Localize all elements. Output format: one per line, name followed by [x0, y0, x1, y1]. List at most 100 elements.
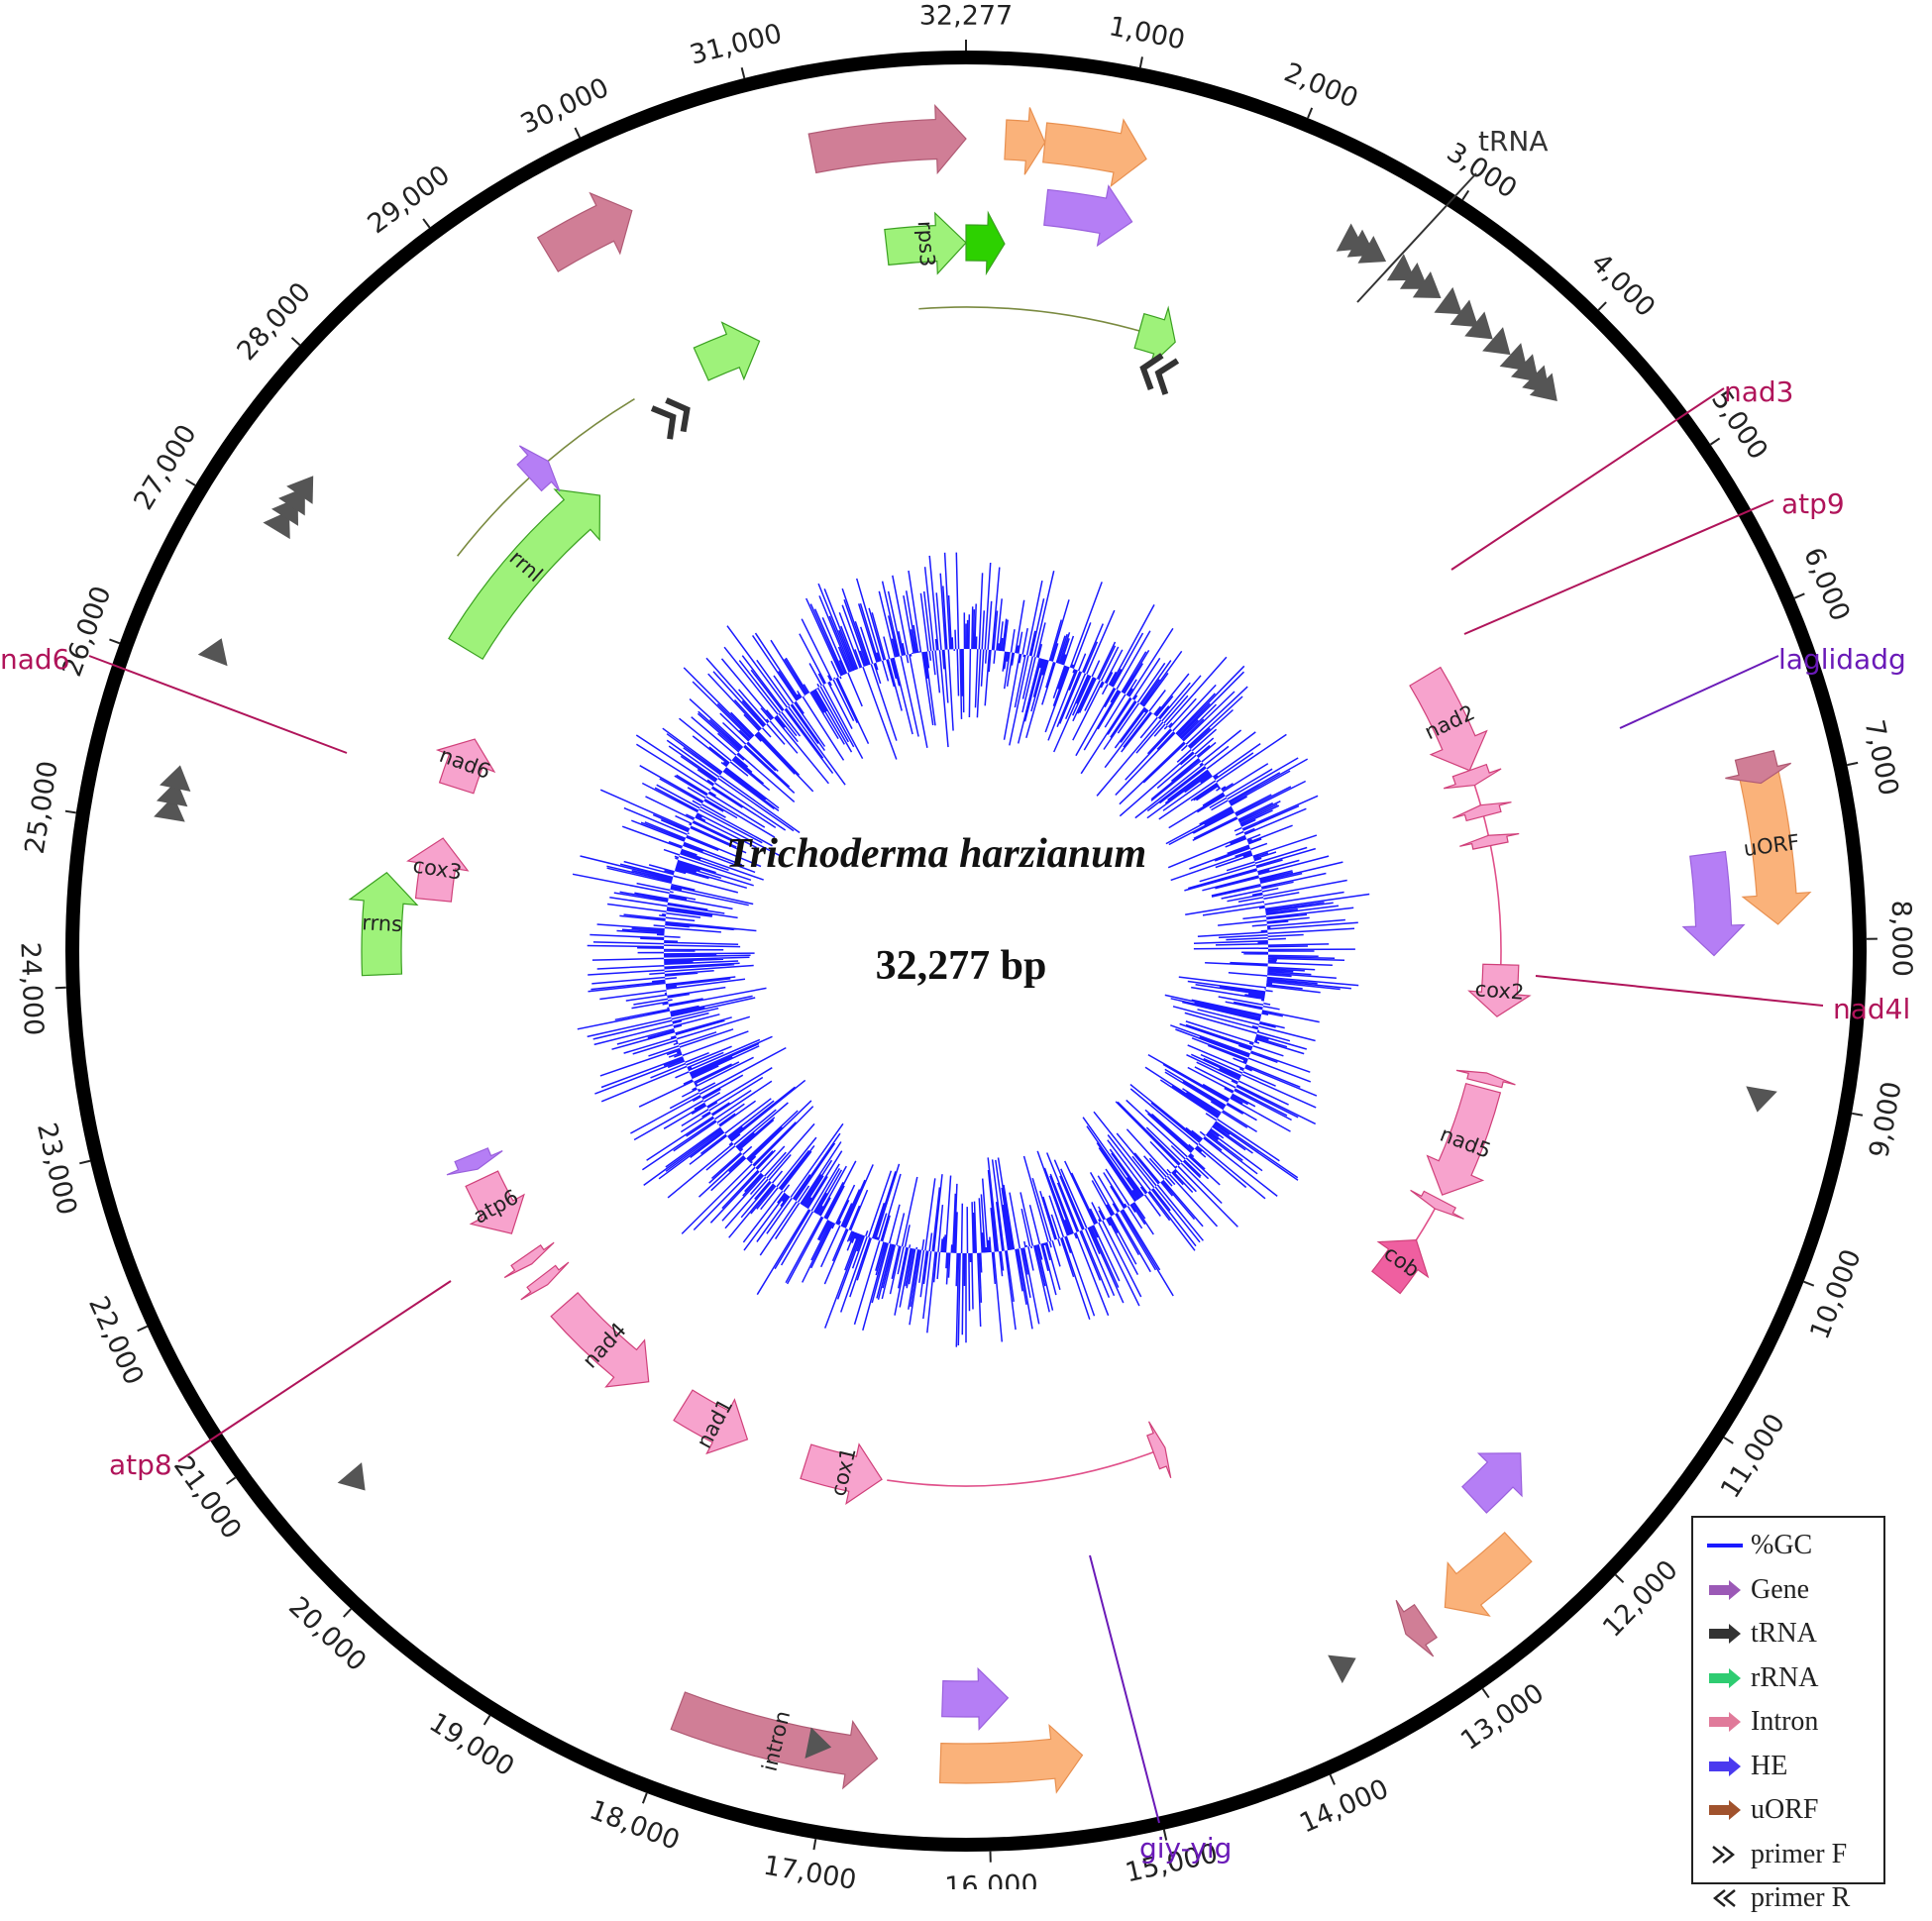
- legend-item: primer F: [1699, 1833, 1878, 1877]
- scale-tick: [79, 1161, 90, 1164]
- scale-tick: [1482, 1689, 1488, 1698]
- trna-triangle: [160, 765, 190, 792]
- trna-features: [154, 223, 1777, 1758]
- scale-tick: [186, 480, 195, 485]
- trna-triangle: [1328, 1655, 1355, 1683]
- trna-triangle: [198, 638, 228, 666]
- uorf-arrow: [1445, 1533, 1531, 1616]
- scale-tick: [344, 1609, 352, 1617]
- legend-label: Gene: [1751, 1574, 1809, 1606]
- he-arrow: [942, 1668, 1009, 1729]
- he-arrow: [1683, 852, 1744, 956]
- callout-label-tRNA: tRNA: [1478, 125, 1549, 158]
- legend-label: primer F: [1751, 1839, 1847, 1870]
- legend-item: %GC: [1699, 1524, 1878, 1568]
- uorf-arrow: [1005, 107, 1045, 174]
- scale-tick: [1724, 1438, 1733, 1443]
- legend-symbol: [1699, 1578, 1751, 1602]
- legend-symbol: [1699, 1886, 1751, 1910]
- callout-line-nad3: [1451, 388, 1724, 570]
- intron-arrow: [808, 106, 966, 173]
- legend-symbol: [1699, 1710, 1751, 1734]
- legend-symbol: [1699, 1798, 1751, 1822]
- legend-symbol: [1699, 1622, 1751, 1646]
- gene-arrow: [1444, 765, 1501, 789]
- intron-connector: [918, 307, 1151, 335]
- callout-line-laglidadg: [1620, 656, 1778, 728]
- legend-item: uORF: [1699, 1788, 1878, 1833]
- legend-label: tRNA: [1751, 1618, 1817, 1650]
- scale-tick: [1847, 763, 1858, 765]
- scale-tick-label: 10,000: [1804, 1245, 1868, 1343]
- scale-tick: [1794, 593, 1804, 597]
- feature-label: rrns: [362, 910, 403, 936]
- scale-tick-label: 24,000: [14, 941, 49, 1036]
- scale-tick-label: 6,000: [1797, 543, 1856, 625]
- scale-tick: [1616, 1575, 1624, 1583]
- scale-tick: [138, 1327, 148, 1332]
- legend-item: primer R: [1699, 1876, 1878, 1921]
- scale-tick: [742, 67, 745, 78]
- scale-tick: [1852, 1114, 1863, 1116]
- scale-tick: [1804, 1282, 1814, 1286]
- legend-label: uORF: [1751, 1794, 1818, 1826]
- scale-tick-label: 17,000: [761, 1851, 858, 1889]
- he-arrow: [517, 446, 560, 491]
- legend-label: Intron: [1751, 1706, 1818, 1738]
- callout-label-nad6: nad6: [0, 643, 70, 676]
- legend-symbol: [1699, 1755, 1751, 1778]
- callout-label-laglidadg: laglidadg: [1778, 643, 1906, 676]
- legend-label: rRNA: [1751, 1662, 1818, 1694]
- callout-line-nad6: [89, 656, 347, 753]
- scale-tick: [1308, 108, 1312, 118]
- gene-arrow: [1411, 1190, 1464, 1219]
- scale-tick: [1140, 56, 1142, 67]
- gene-arrow: [1459, 834, 1519, 850]
- legend-label: HE: [1751, 1751, 1787, 1782]
- feature-label: cox2: [1474, 977, 1525, 1005]
- scale-tick-label: 25,000: [20, 759, 64, 856]
- scale-tick: [109, 639, 119, 643]
- gene-arrow: [521, 1262, 569, 1300]
- uorf-arrow: [1043, 120, 1146, 186]
- legend-symbol: [1699, 1666, 1751, 1690]
- callout-label-nad3: nad3: [1724, 375, 1794, 408]
- legend-label: primer R: [1751, 1882, 1850, 1914]
- scale-tick-label: 2,000: [1280, 57, 1362, 115]
- scale-tick-label: 18,000: [586, 1794, 684, 1856]
- scale-tick: [292, 338, 300, 345]
- callout-line-nad4l: [1536, 976, 1823, 1006]
- scale-tick: [65, 811, 76, 813]
- genome-title: Trichoderma harzianum: [726, 831, 1146, 877]
- legend-symbol: [1699, 1843, 1751, 1867]
- scale-tick-label: 1,000: [1107, 11, 1188, 55]
- scale-tick: [813, 1839, 815, 1850]
- scale-tick: [575, 128, 580, 138]
- primer-R-chevron: [1158, 361, 1177, 394]
- scale-tick: [227, 1477, 236, 1483]
- gene-arrow: [1147, 1422, 1171, 1478]
- scale-tick: [423, 219, 430, 228]
- scale-tick-label: 8,000: [1885, 900, 1917, 977]
- gene-arrow: [1452, 802, 1511, 821]
- scale-tick-label: 23,000: [31, 1120, 82, 1218]
- scale-tick: [643, 1793, 647, 1803]
- callout-label-atp9: atp9: [1781, 487, 1845, 520]
- legend-label: %GC: [1751, 1530, 1812, 1561]
- legend-item: rRNA: [1699, 1656, 1878, 1701]
- legend-item: tRNA: [1699, 1612, 1878, 1656]
- intron-arrow: [538, 193, 632, 271]
- scale-tick-label: 32,277: [919, 1, 1013, 32]
- legend-item: Intron: [1699, 1700, 1878, 1745]
- scale-tick-label: 9,000: [1864, 1079, 1907, 1160]
- callout-label-atp8: atp8: [109, 1448, 172, 1481]
- scale-tick: [1711, 438, 1720, 444]
- callout-label-giy-yig: giy-yig: [1139, 1832, 1232, 1865]
- callout-label-nad4l: nad4l: [1833, 993, 1910, 1025]
- rrna-arrow: [694, 323, 759, 380]
- callout-line-giy-yig: [1090, 1555, 1159, 1823]
- feature-label: rps3: [913, 220, 940, 267]
- he-arrow: [447, 1148, 502, 1175]
